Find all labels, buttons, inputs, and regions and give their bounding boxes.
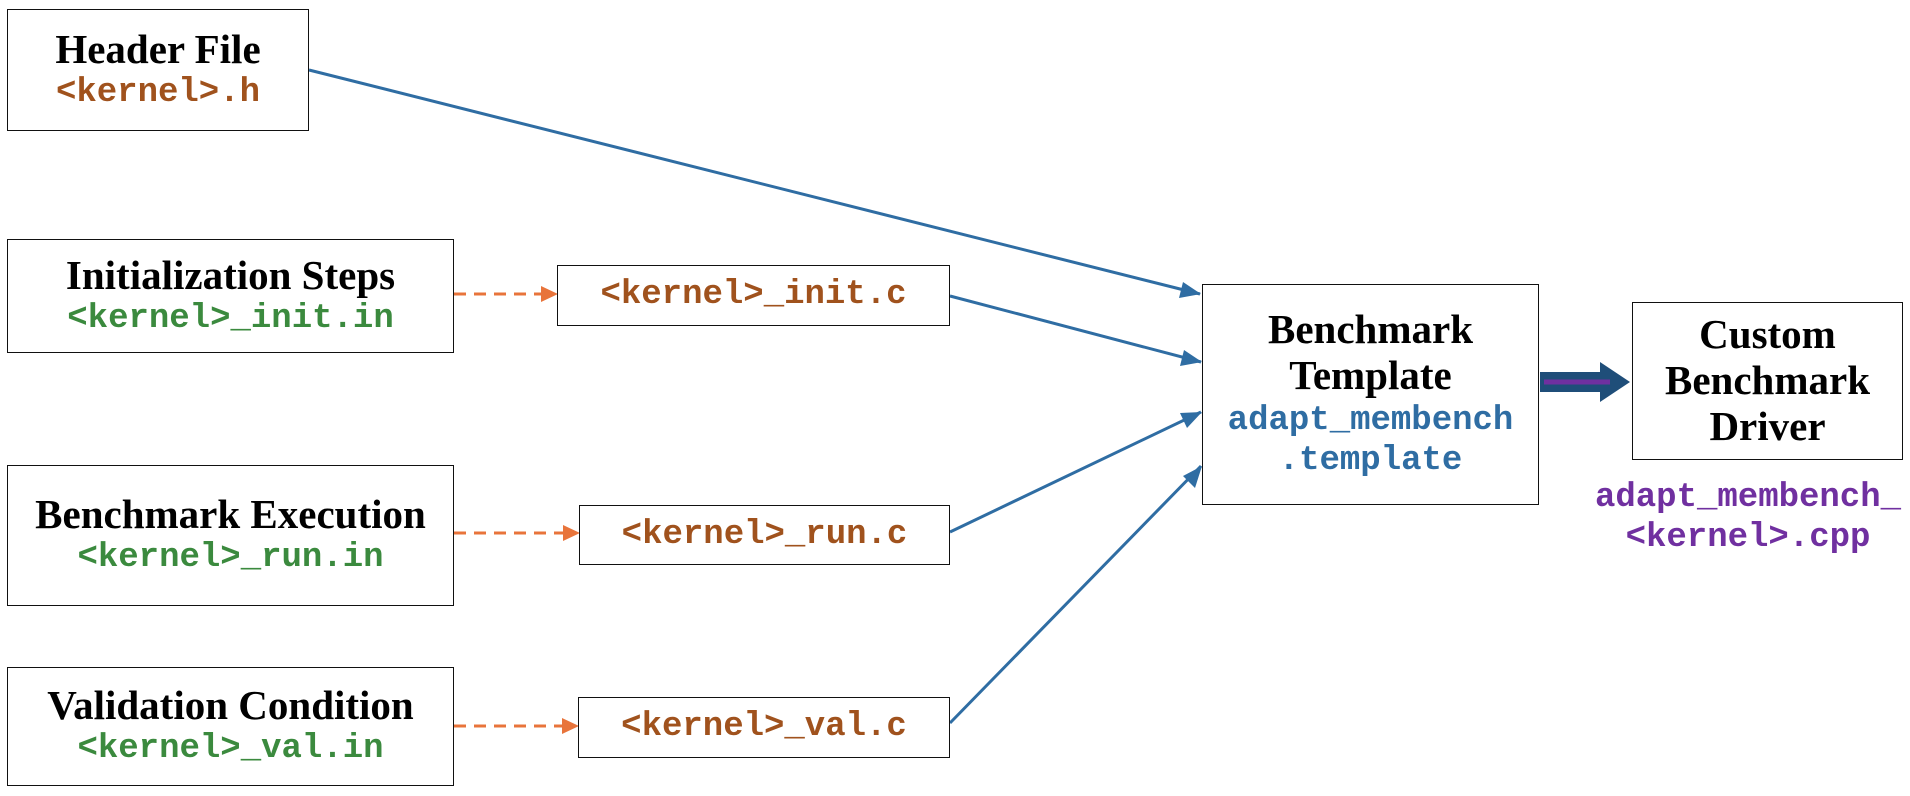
val-input-file: <kernel>_val.in	[77, 730, 384, 769]
arrowhead-init	[1180, 350, 1202, 366]
init-output-file: <kernel>_init.c	[600, 276, 907, 315]
driver-file-line1: adapt_membench_	[1594, 479, 1902, 517]
init-steps-title: Initialization Steps	[65, 251, 396, 298]
dashed-arrowhead-init	[541, 286, 558, 302]
driver-box: Custom Benchmark Driver	[1632, 302, 1903, 460]
template-file-line1: adapt_membench	[1227, 402, 1514, 441]
val-output-box: <kernel>_val.c	[578, 697, 950, 758]
run-input-file: <kernel>_run.in	[77, 539, 384, 578]
arrowhead-run	[1180, 412, 1202, 428]
template-title-line2: Template	[1289, 352, 1452, 399]
init-steps-box: Initialization Steps <kernel>_init.in	[7, 239, 454, 353]
run-output-box: <kernel>_run.c	[579, 505, 950, 565]
init-input-file: <kernel>_init.in	[67, 299, 394, 338]
driver-file-line2: <kernel>.cpp	[1625, 519, 1871, 558]
header-file-title: Header File	[55, 25, 261, 72]
arrow-init-to-template	[949, 294, 1202, 364]
template-box: Benchmark Template adapt_membench .templ…	[1202, 284, 1539, 505]
init-output-box: <kernel>_init.c	[557, 265, 950, 326]
val-box: Validation Condition <kernel>_val.in	[7, 667, 454, 786]
driver-title-line2: Benchmark	[1665, 357, 1870, 404]
driver-title-line1: Custom	[1699, 311, 1836, 358]
dashed-arrowhead-run	[563, 525, 580, 541]
arrowhead-val	[1183, 466, 1202, 488]
run-output-file: <kernel>_run.c	[621, 515, 908, 554]
val-title: Validation Condition	[47, 682, 414, 729]
arrow-header-to-template	[308, 68, 1201, 296]
header-file-box: Header File <kernel>.h	[7, 9, 309, 131]
driver-title-line3: Driver	[1709, 402, 1826, 449]
val-output-file: <kernel>_val.c	[621, 708, 907, 747]
arrow-run-to-template	[949, 410, 1202, 534]
header-file-name: <kernel>.h	[55, 73, 261, 112]
run-box: Benchmark Execution <kernel>_run.in	[7, 465, 454, 606]
driver-file-label: adapt_membench_ <kernel>.cpp	[1592, 478, 1904, 558]
arrowhead-header	[1179, 282, 1201, 298]
template-file-line2: .template	[1278, 442, 1463, 481]
template-title-line1: Benchmark	[1268, 306, 1473, 353]
run-title: Benchmark Execution	[35, 491, 426, 538]
arrow-val-to-template	[948, 464, 1203, 725]
dashed-arrowhead-val	[562, 718, 579, 734]
